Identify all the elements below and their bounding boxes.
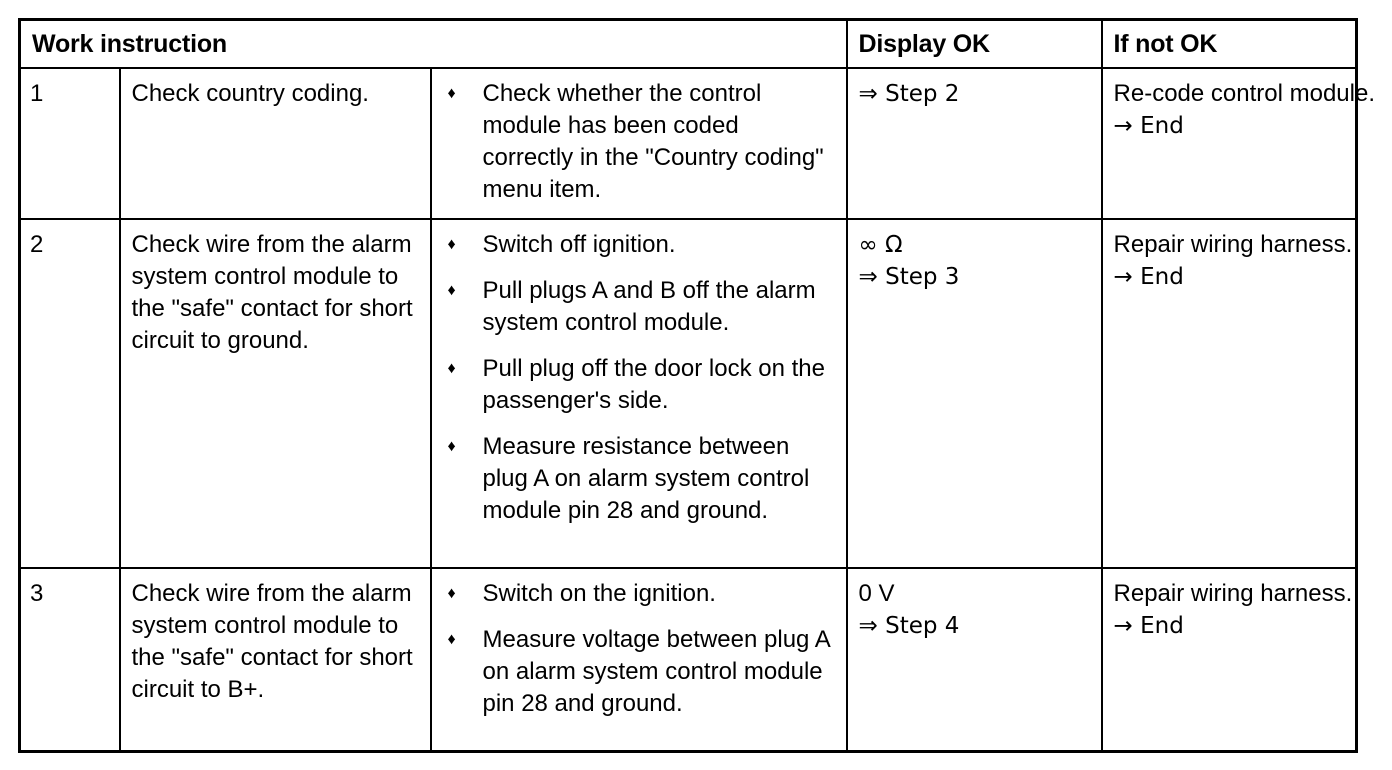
list-item: ♦ Measure resistance between plug A on a… <box>443 431 836 527</box>
if-not-ok-line: → End <box>1113 264 1184 290</box>
row-display-ok-cell: 0 V ⇒ Step 4 <box>845 567 1103 752</box>
if-not-ok-line: → End <box>1113 613 1184 639</box>
if-not-ok-line: Repair wiring harness. <box>1113 580 1353 607</box>
list-item-text: Switch on the ignition. <box>482 580 716 607</box>
display-ok-line: ⇒ Step 3 <box>858 264 960 290</box>
list-item: ♦ Check whether the control module has b… <box>443 78 836 206</box>
work-instruction-table: Work instruction Display OK If not OK 1 … <box>18 18 1375 753</box>
if-not-ok-line: Repair wiring harness. <box>1113 231 1353 258</box>
column-header-display-ok-label: Display OK <box>858 30 991 58</box>
row-number: 1 <box>30 80 44 107</box>
if-not-ok-line: Re-code control module. <box>1113 80 1375 107</box>
table-row: 3 Check wire from the alarm system contr… <box>18 567 1358 752</box>
row-steps-cell: ♦ Switch off ignition. ♦ Pull plugs A an… <box>429 218 848 569</box>
if-not-ok-line: → End <box>1113 113 1184 139</box>
list-item-text: Switch off ignition. <box>482 231 676 258</box>
diamond-bullet-icon: ♦ <box>447 85 456 102</box>
row-if-not-ok-cell: Repair wiring harness. → End <box>1100 567 1358 752</box>
row-display-ok-cell: ∞ Ω ⇒ Step 3 <box>845 218 1103 569</box>
display-ok-line: 0 V <box>858 580 895 607</box>
row-description-cell: Check wire from the alarm system control… <box>118 218 432 569</box>
table-row: 1 Check country coding. ♦ Check whether … <box>18 67 1375 220</box>
list-item-text: Check whether the control module has bee… <box>482 80 824 203</box>
diamond-bullet-icon: ♦ <box>447 360 456 377</box>
row-number-cell: 2 <box>18 218 121 569</box>
step-list: ♦ Check whether the control module has b… <box>443 78 836 206</box>
column-header-work-instruction-label: Work instruction <box>32 30 227 58</box>
list-item: ♦ Measure voltage between plug A on alar… <box>443 624 836 720</box>
diamond-bullet-icon: ♦ <box>447 585 456 602</box>
list-item-text: Pull plugs A and B off the alarm system … <box>482 277 816 336</box>
table-header-row: Work instruction Display OK If not OK <box>18 18 1358 69</box>
row-if-not-ok-cell: Repair wiring harness. → End <box>1100 218 1358 569</box>
column-header-if-not-ok: If not OK <box>1100 18 1358 69</box>
row-display-ok-cell: ⇒ Step 2 <box>845 67 1103 220</box>
row-number: 2 <box>30 231 44 258</box>
work-instruction-sheet: Work instruction Display OK If not OK 1 … <box>18 18 1375 753</box>
row-steps-cell: ♦ Check whether the control module has b… <box>429 67 848 220</box>
list-item: ♦ Pull plug off the door lock on the pas… <box>443 353 836 417</box>
diamond-bullet-icon: ♦ <box>447 438 456 455</box>
list-item: ♦ Pull plugs A and B off the alarm syste… <box>443 275 836 339</box>
row-description: Check wire from the alarm system control… <box>131 580 413 703</box>
row-description-cell: Check wire from the alarm system control… <box>118 567 432 752</box>
list-item-text: Pull plug off the door lock on the passe… <box>482 355 825 414</box>
list-item-text: Measure resistance between plug A on ala… <box>482 433 810 524</box>
table-row: 2 Check wire from the alarm system contr… <box>18 218 1358 569</box>
display-ok-line: ⇒ Step 2 <box>858 81 960 107</box>
table-body: 1 Check country coding. ♦ Check whether … <box>18 67 1375 752</box>
display-ok-line: ∞ Ω <box>858 232 903 258</box>
row-number-cell: 3 <box>18 567 121 752</box>
row-if-not-ok-cell: Re-code control module. → End <box>1100 67 1375 220</box>
column-header-if-not-ok-label: If not OK <box>1113 30 1218 58</box>
step-list: ♦ Switch on the ignition. ♦ Measure volt… <box>443 578 836 720</box>
row-description-cell: Check country coding. <box>118 67 432 220</box>
list-item: ♦ Switch on the ignition. <box>443 578 836 610</box>
column-header-work-instruction: Work instruction <box>18 18 848 69</box>
row-steps-cell: ♦ Switch on the ignition. ♦ Measure volt… <box>429 567 848 752</box>
list-item-text: Measure voltage between plug A on alarm … <box>482 626 830 717</box>
row-number: 3 <box>30 580 44 607</box>
diamond-bullet-icon: ♦ <box>447 631 456 648</box>
table-header: Work instruction Display OK If not OK <box>18 18 1358 69</box>
row-description: Check wire from the alarm system control… <box>131 231 413 354</box>
diamond-bullet-icon: ♦ <box>447 236 456 253</box>
list-item: ♦ Switch off ignition. <box>443 229 836 261</box>
column-header-display-ok: Display OK <box>845 18 1103 69</box>
diamond-bullet-icon: ♦ <box>447 282 456 299</box>
step-list: ♦ Switch off ignition. ♦ Pull plugs A an… <box>443 229 836 527</box>
row-description: Check country coding. <box>131 80 369 107</box>
row-number-cell: 1 <box>18 67 121 220</box>
display-ok-line: ⇒ Step 4 <box>858 613 960 639</box>
